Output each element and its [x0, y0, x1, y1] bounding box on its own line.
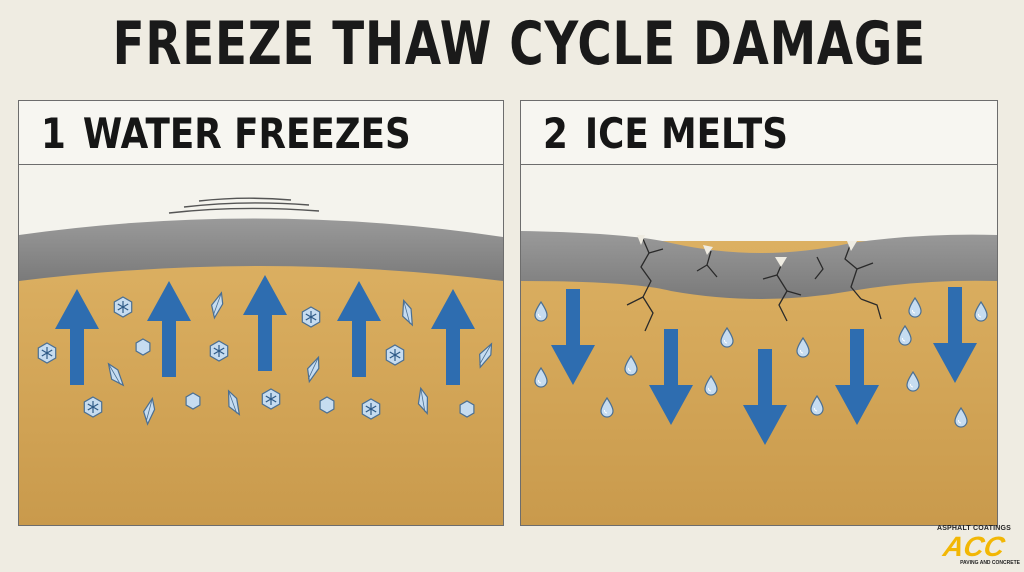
panel-heading: 2 ICE MELTS: [543, 107, 788, 161]
logo-mark: ACC: [941, 531, 1008, 562]
step-number: 2: [543, 109, 568, 158]
page-title: FREEZE THAW CYCLE DAMAGE: [112, 9, 926, 79]
panel-water-freezes: 1 WATER FREEZES: [18, 100, 504, 526]
crack-icon: [626, 238, 882, 332]
logo-top-text: ASPHALT COATINGS: [936, 525, 1012, 532]
surface-gaps: [637, 235, 857, 267]
acc-logo: ASPHALT COATINGS ACC PAVING AND CONCRETE: [928, 524, 1020, 570]
step-label: WATER FREEZES: [82, 109, 411, 158]
panel-heading: 1 WATER FREEZES: [41, 107, 411, 161]
freeze-illustration: [19, 197, 503, 525]
panel-header: 2 ICE MELTS: [521, 101, 997, 165]
heave-marks: [168, 197, 320, 214]
step-label: ICE MELTS: [584, 109, 788, 158]
logo-bottom-text: PAVING AND CONCRETE: [960, 560, 1020, 566]
panel-ice-melts: 2 ICE MELTS: [520, 100, 998, 526]
panel-header: 1 WATER FREEZES: [19, 101, 503, 165]
melt-illustration: [521, 231, 997, 525]
step-number: 1: [41, 109, 66, 158]
